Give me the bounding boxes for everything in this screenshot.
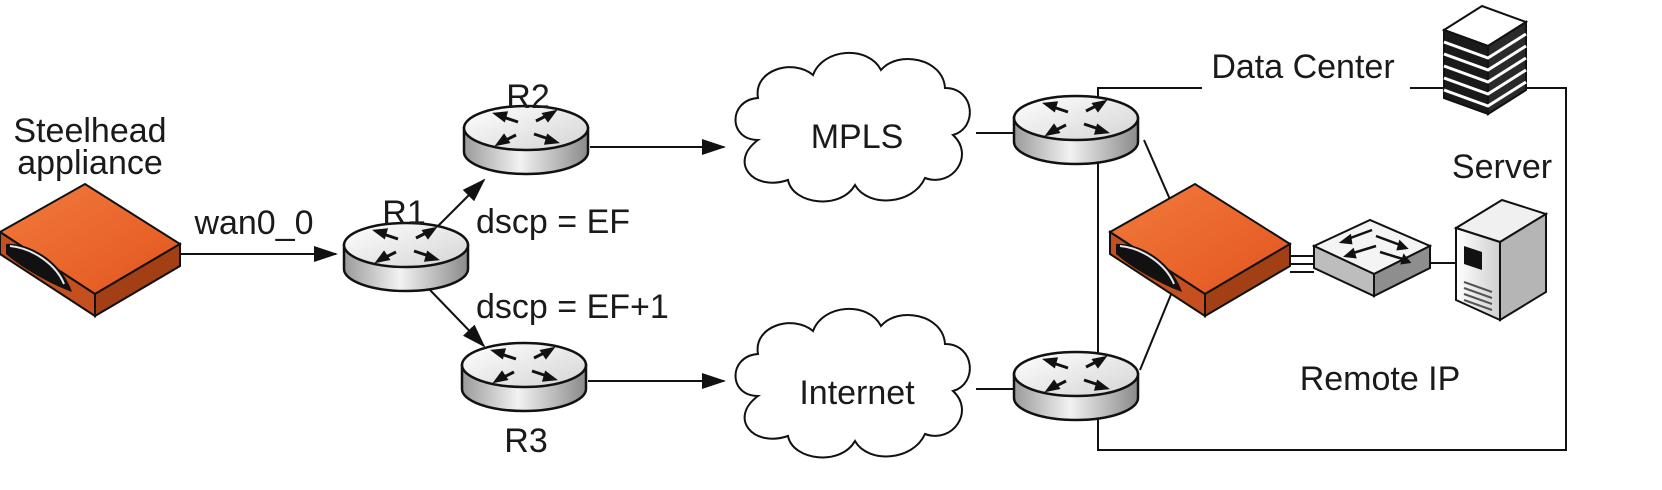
wan-interface-label: wan0_0 — [193, 204, 313, 242]
steelhead-appliance-icon — [0, 183, 181, 317]
dscp-ef-label: dscp = EF — [476, 203, 630, 241]
dc-router-bottom-icon — [1012, 350, 1140, 422]
mpls-label: MPLS — [811, 118, 904, 156]
link-r1-r2 — [431, 178, 486, 233]
server-icon — [1453, 198, 1549, 322]
link-dc-router-bottom-appliance — [1139, 291, 1173, 371]
router-r2-icon — [462, 104, 590, 176]
switch-icon — [1311, 218, 1433, 298]
internet-label: Internet — [799, 374, 915, 412]
router-r3-label: R3 — [504, 422, 547, 460]
steelhead-label-line2: appliance — [17, 144, 163, 182]
dscp-ef1-label: dscp = EF+1 — [476, 288, 669, 326]
link-dc-router-top-appliance — [1143, 139, 1173, 205]
server-stack-icon — [1441, 4, 1529, 116]
link-r1-r3 — [429, 289, 486, 348]
data-center-boundary — [1097, 87, 1567, 451]
router-r3-icon — [460, 341, 588, 413]
data-center-label: Data Center — [1211, 48, 1394, 86]
steelhead-label-line1: Steelhead — [13, 112, 166, 150]
router-r2-label: R2 — [506, 78, 549, 116]
dc-router-top-icon — [1012, 94, 1140, 166]
router-r1-label: R1 — [382, 194, 425, 232]
server-label: Server — [1452, 148, 1552, 186]
remote-ip-label: Remote IP — [1300, 360, 1461, 398]
router-r1-icon — [342, 221, 470, 293]
link-appliance-switch — [1290, 255, 1314, 273]
remote-steelhead-appliance-icon — [1109, 183, 1291, 317]
